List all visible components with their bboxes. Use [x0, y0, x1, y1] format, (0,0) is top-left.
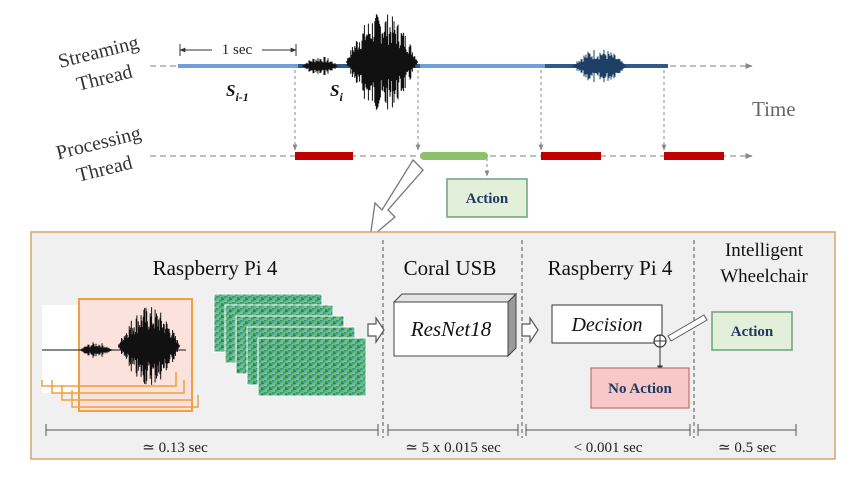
- resnet-box: ResNet18: [392, 292, 518, 358]
- timing-measures: [45, 424, 797, 436]
- streaming-thread-label: Streaming Thread: [56, 32, 141, 96]
- processing-thread-label: Processing Thread: [54, 122, 143, 187]
- stage4-title-line1: Intelligent: [725, 240, 804, 261]
- decision-switch: [653, 314, 708, 373]
- no-action-box: No Action: [590, 367, 690, 409]
- processing-bar-1: [295, 152, 353, 160]
- window-waveform: [42, 307, 186, 385]
- waveform-burst: [572, 49, 626, 83]
- stage2-title: Coral USB: [404, 256, 497, 280]
- sliding-window-stack: [41, 372, 199, 408]
- wheelchair-action-label: Action: [731, 324, 774, 340]
- segment-current-label: Si: [330, 81, 343, 104]
- stage-separators: [382, 240, 695, 438]
- drop-arrows: [292, 70, 667, 177]
- processing-bar-2: [541, 152, 601, 160]
- waveform-burst: [118, 307, 181, 385]
- streaming-waveform: [302, 14, 626, 110]
- stage1-title: Raspberry Pi 4: [153, 256, 278, 280]
- waveform-burst: [346, 14, 418, 110]
- segment-prev-label: Si-1: [226, 81, 249, 104]
- one-sec-label: 1 sec: [222, 42, 253, 58]
- time-stage2: ≃ 5 x 0.015 sec: [405, 440, 501, 456]
- spectrogram-frame: [257, 337, 367, 397]
- waveform-burst: [80, 342, 112, 358]
- wheelchair-action-box: Action: [711, 311, 793, 351]
- time-stage4: ≃ 0.5 sec: [718, 440, 776, 456]
- time-stage3: < 0.001 sec: [574, 440, 643, 456]
- stage4-title-line2: Wheelchair: [720, 266, 808, 287]
- processing-bar-3: [664, 152, 724, 160]
- no-action-label: No Action: [608, 381, 672, 397]
- timeline-action-label: Action: [466, 191, 509, 207]
- flow-arrows: [367, 316, 539, 344]
- time-stage1: ≃ 0.13 sec: [142, 440, 208, 456]
- decision-box: Decision: [551, 304, 663, 344]
- processing-bar-green: [420, 152, 488, 160]
- waveform-burst: [302, 56, 338, 76]
- timeline-action-box: Action: [446, 178, 528, 218]
- spectrogram-stack: [213, 293, 367, 397]
- stage3-title: Raspberry Pi 4: [548, 256, 673, 280]
- one-sec-measure: 1 sec: [179, 40, 297, 58]
- zoom-arrow: [369, 158, 424, 240]
- audio-window-illustration: [41, 298, 199, 412]
- time-label: Time: [752, 97, 796, 121]
- decision-label: Decision: [570, 314, 642, 336]
- resnet-label: ResNet18: [410, 317, 492, 341]
